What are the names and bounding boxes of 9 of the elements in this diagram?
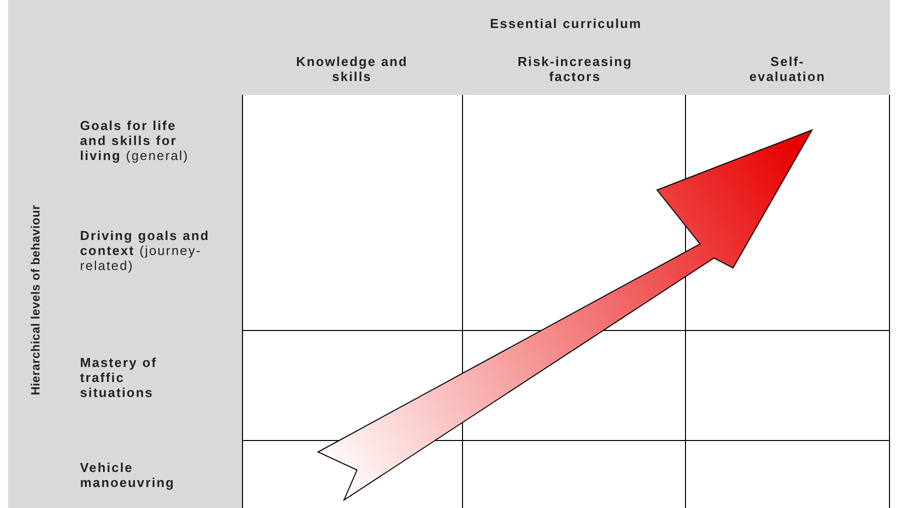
row-header: Goals for life and skills for living (general) [80, 118, 190, 163]
column-group-header: Essential curriculum [489, 16, 643, 31]
row-header: Vehicle manoeuvring [80, 460, 176, 490]
row-group-header: Hierarchical levels of behaviour [28, 204, 44, 396]
column-header: Self-evaluation [748, 54, 827, 84]
row-header: Driving goals and context (journey-related) [80, 228, 210, 273]
column-header: Risk-increasing factors [516, 54, 634, 84]
row-header: Mastery of traffic situations [80, 355, 158, 400]
column-header: Knowledge and skills [295, 54, 409, 84]
